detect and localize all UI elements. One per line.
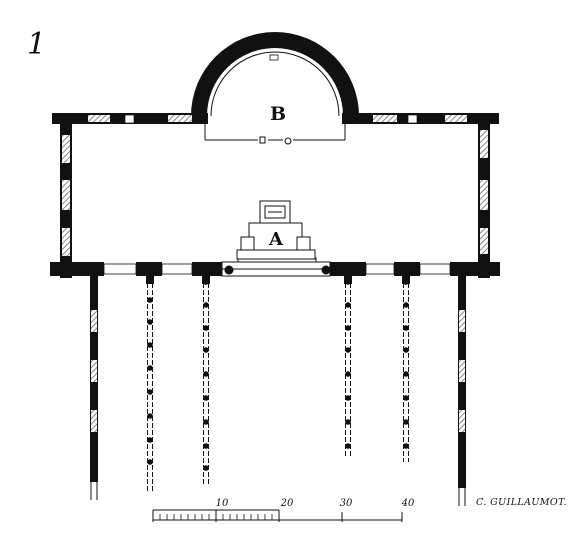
colonnades — [90, 276, 466, 506]
front-wall — [50, 262, 500, 276]
column-base — [147, 437, 153, 443]
column-base — [403, 279, 409, 285]
column-base — [403, 443, 409, 449]
altar-label: A — [268, 229, 284, 250]
column-base — [203, 279, 209, 285]
column-base — [345, 419, 351, 425]
column-base — [147, 389, 153, 395]
colonnade-4 — [344, 276, 352, 458]
column-base — [203, 395, 209, 401]
column-base — [345, 347, 351, 353]
scale-tick-10: 10 — [216, 498, 229, 509]
column-base — [147, 413, 153, 419]
column-base — [345, 302, 351, 308]
colonnade-1 — [90, 276, 98, 500]
apse-label: B — [270, 103, 286, 125]
column-base — [203, 465, 209, 471]
top-wall — [52, 113, 499, 124]
column-base — [203, 325, 209, 331]
column-base — [147, 297, 153, 303]
column-base-right — [321, 265, 331, 275]
scale-tick-20: 20 — [280, 498, 294, 509]
column-base — [403, 419, 409, 425]
column-base — [403, 371, 409, 377]
column-base — [147, 319, 153, 325]
left-wall — [60, 113, 72, 278]
column-base — [403, 395, 409, 401]
column-base — [345, 443, 351, 449]
column-base — [345, 395, 351, 401]
column-base — [203, 371, 209, 377]
column-base — [403, 347, 409, 353]
colonnade-6 — [458, 276, 466, 506]
column-base — [203, 302, 209, 308]
column-base — [147, 459, 153, 465]
colonnade-2 — [146, 276, 154, 492]
author-credit: C. GUILLAUMOT. — [476, 497, 567, 508]
column-base — [403, 325, 409, 331]
right-wall — [478, 113, 490, 278]
column-base — [203, 347, 209, 353]
scale-bar — [152, 509, 403, 522]
apse-wall — [191, 32, 359, 117]
column-base — [345, 279, 351, 285]
colonnade-3 — [202, 276, 210, 486]
column-base — [345, 371, 351, 377]
column-base — [203, 443, 209, 449]
column-base — [147, 342, 153, 348]
column-base — [203, 419, 209, 425]
column-base-left — [224, 265, 234, 275]
scale-tick-40: 40 — [401, 498, 415, 509]
scale-tick-30: 30 — [340, 498, 353, 509]
colonnade-5 — [402, 276, 410, 462]
entrance-steps — [221, 257, 331, 277]
column-base — [403, 302, 409, 308]
plate-number: 1 — [27, 27, 47, 62]
column-base — [147, 365, 153, 371]
column-base — [345, 325, 351, 331]
altar — [236, 200, 316, 260]
